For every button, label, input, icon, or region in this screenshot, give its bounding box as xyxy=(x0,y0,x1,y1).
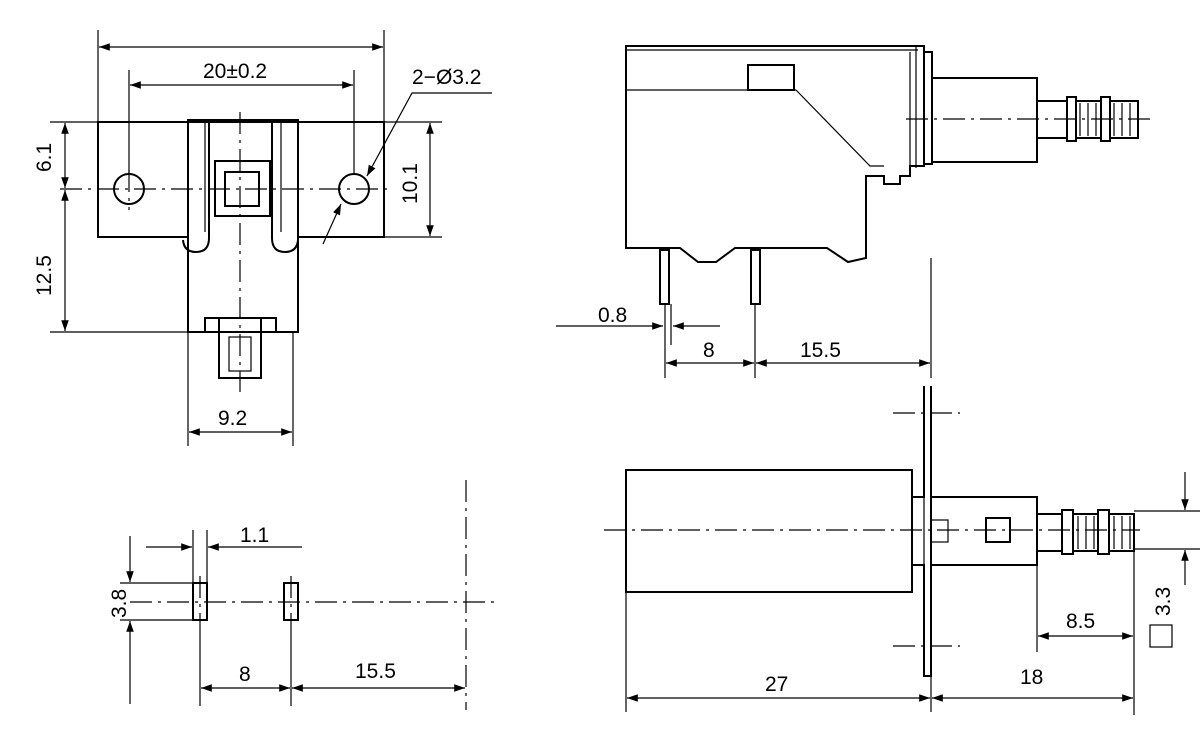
body-length-label: 27 xyxy=(765,673,788,696)
pin-2-side xyxy=(750,249,761,305)
pin-layout-view: 1.1 3.8 8 15.5 xyxy=(108,480,500,710)
front-flange xyxy=(923,51,933,165)
pin-height-label: 3.8 xyxy=(108,589,131,618)
side-pin-to-edge-label: 15.5 xyxy=(800,339,841,362)
side-pin-spacing-label: 8 xyxy=(703,339,715,362)
mounting-bracket-top xyxy=(625,386,932,677)
pin-to-edge-label: 15.5 xyxy=(355,660,396,683)
switch-body-top xyxy=(625,469,913,593)
pin-width-label: 1.1 xyxy=(240,524,269,547)
top-view: 3.3 8.5 27 18 xyxy=(604,386,1200,715)
bracket-height-label: 10.1 xyxy=(399,163,422,204)
plunger-shaft xyxy=(931,77,1038,163)
top-to-hole-label: 6.1 xyxy=(33,143,56,172)
switch-housing xyxy=(187,119,299,333)
square-symbol xyxy=(1149,624,1173,648)
pin-thickness-label: 0.8 xyxy=(598,304,627,327)
hole-callout-label: 2−Ø3.2 xyxy=(412,66,481,89)
base-width-label: 9.2 xyxy=(218,407,247,430)
plunger-travel-label: 8.5 xyxy=(1066,610,1095,633)
mount-spacing-label: 20±0.2 xyxy=(203,60,267,83)
side-view: 0.8 8 15.5 xyxy=(556,45,1150,378)
plunger-length-label: 18 xyxy=(1020,666,1043,689)
pin-1-side xyxy=(659,249,670,305)
front-view: 20±0.2 2−Ø3.2 6.1 12.5 10.1 9.2 xyxy=(33,30,492,446)
pin-spacing-label: 8 xyxy=(239,663,251,686)
plunger-square-label: 3.3 xyxy=(1152,587,1175,616)
spring-clip xyxy=(182,121,300,254)
plunger-body-top xyxy=(930,496,1038,566)
hole-to-bottom-label: 12.5 xyxy=(33,255,56,296)
